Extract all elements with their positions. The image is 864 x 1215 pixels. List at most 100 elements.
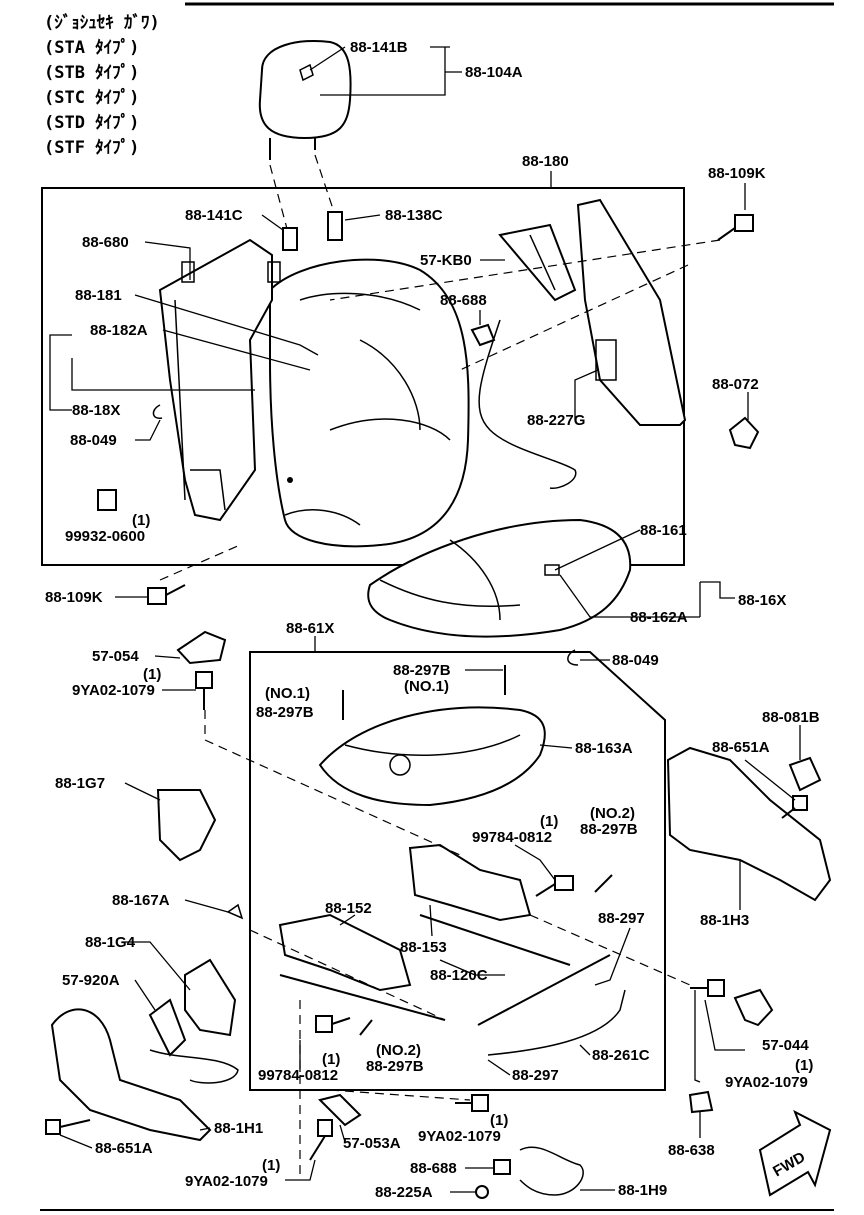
clip-072 — [728, 416, 760, 450]
guide-141c — [282, 227, 298, 251]
label-88-109k-left: 88-109K — [45, 589, 103, 606]
label-88-225a: 88-225A — [375, 1184, 433, 1201]
clip-638 — [688, 1090, 714, 1114]
side-trim-1h3 — [666, 746, 832, 902]
label-99784-0812-b: 99784-0812 — [258, 1067, 338, 1084]
label-88-18x: 88-18X — [72, 402, 120, 419]
label-9ya02-qty-1: (1) — [143, 666, 161, 683]
bolt-109k-left — [147, 584, 186, 605]
trim-1g7 — [156, 789, 217, 862]
seatback-frame — [158, 238, 281, 522]
label-88-1g4: 88-1G4 — [85, 934, 136, 951]
header-line-3: (STB ﾀｲﾌﾟ) — [44, 62, 139, 83]
bracket-kb0 — [498, 223, 577, 302]
guide-138c — [327, 211, 343, 241]
bolt-9ya02-b — [455, 1094, 489, 1112]
label-88-227g: 88-227G — [527, 412, 585, 429]
cap-57-044 — [733, 988, 774, 1027]
belt-buckle-920a — [148, 998, 187, 1057]
bolt-297b-mid — [594, 874, 613, 893]
side-shield-panel — [576, 198, 687, 426]
label-57-kb0: 57-KB0 — [420, 252, 472, 269]
label-99932-0600: 99932-0600 — [65, 528, 145, 545]
seat-pan — [318, 706, 546, 807]
label-99932-qty: (1) — [132, 512, 150, 529]
cover-081b — [788, 756, 822, 792]
clip-688-top — [470, 323, 496, 347]
label-88-297-right: 88-297 — [598, 910, 645, 927]
label-9ya02-qty-3: (1) — [490, 1112, 508, 1129]
label-88-081b: 88-081B — [762, 709, 820, 726]
rod-120c — [477, 954, 611, 1026]
label-88-109k-top: 88-109K — [708, 165, 766, 182]
bolt-9ya02-c — [309, 1119, 333, 1161]
bolt-9ya02-a — [195, 671, 213, 710]
seatback-assembly-box — [41, 187, 685, 566]
label-88-297b-left: 88-297B — [256, 704, 314, 721]
clip-688-bottom — [493, 1159, 511, 1175]
label-99784-qty-2: (1) — [322, 1051, 340, 1068]
label-88-638: 88-638 — [668, 1142, 715, 1159]
label-88-297-bottom: 88-297 — [512, 1067, 559, 1084]
label-88-16x: 88-16X — [738, 592, 786, 609]
leader-lines — [49, 46, 801, 1193]
label-88-181: 88-181 — [75, 287, 122, 304]
label-88-049-mid: 88-049 — [612, 652, 659, 669]
label-88-182a: 88-182A — [90, 322, 148, 339]
label-9ya02-1079-2: 9YA02-1079 — [725, 1074, 808, 1091]
header-line-2: (STA ﾀｲﾌﾟ) — [44, 37, 139, 58]
bolt-297b-bot — [359, 1019, 373, 1036]
wire-harness-back — [478, 319, 577, 489]
label-57-920a: 57-920A — [62, 972, 120, 989]
label-9ya02-qty-2: (1) — [795, 1057, 813, 1074]
label-88-141c: 88-141C — [185, 207, 243, 224]
label-no1-a: (NO.1) — [404, 678, 449, 695]
label-88-072: 88-072 — [712, 376, 759, 393]
label-no2-a: (NO.2) — [590, 805, 635, 822]
label-88-688-top: 88-688 — [440, 292, 487, 309]
bracket-053a — [318, 1093, 362, 1127]
header-line-5: (STD ﾀｲﾌﾟ) — [44, 112, 139, 133]
cable-261c — [487, 989, 626, 1056]
screw-651a-left — [45, 1119, 91, 1135]
seat-cushion — [367, 518, 632, 638]
trim-1g4 — [184, 958, 237, 1037]
clip-049-top — [152, 404, 163, 419]
trim-1h1 — [50, 1008, 212, 1142]
screw-651a-right — [781, 795, 808, 819]
headrest — [258, 39, 352, 160]
bolt-9ya02-d — [690, 979, 725, 997]
label-99784-0812-a: 99784-0812 — [472, 829, 552, 846]
label-9ya02-1079-3: 9YA02-1079 — [418, 1128, 501, 1145]
label-88-153: 88-153 — [400, 939, 447, 956]
label-57-054: 57-054 — [92, 648, 139, 665]
buckle-wire — [149, 1049, 239, 1084]
nut-99932 — [97, 489, 117, 511]
label-88-651a-left: 88-651A — [95, 1140, 153, 1157]
clip-167a — [226, 903, 244, 920]
bolt-109k-top — [717, 214, 754, 241]
label-9ya02-1079-1: 9YA02-1079 — [72, 682, 155, 699]
label-88-261c: 88-261C — [592, 1047, 650, 1064]
harness-1h9 — [519, 1146, 584, 1196]
label-88-1h3: 88-1H3 — [700, 912, 749, 929]
label-88-120c: 88-120C — [430, 967, 488, 984]
label-57-053a: 57-053A — [343, 1135, 401, 1152]
clip-225a — [475, 1185, 489, 1199]
label-99784-qty-1: (1) — [540, 813, 558, 830]
label-no1-b: (NO.1) — [265, 685, 310, 702]
header-line-6: (STF ﾀｲﾌﾟ) — [44, 137, 139, 158]
bolt-99784-b — [315, 1015, 351, 1033]
label-88-297b-mid: 88-297B — [580, 821, 638, 838]
label-88-163a: 88-163A — [575, 740, 633, 757]
seatback-cushion — [269, 258, 470, 548]
cap-57-054 — [176, 630, 227, 665]
label-88-1h9: 88-1H9 — [618, 1182, 667, 1199]
cushion-frame-box — [249, 651, 666, 1091]
label-88-61x: 88-61X — [286, 620, 334, 637]
label-88-161: 88-161 — [640, 522, 687, 539]
label-88-152: 88-152 — [325, 900, 372, 917]
seat-rail-assembly — [278, 843, 571, 1021]
label-88-141b: 88-141B — [350, 39, 408, 56]
